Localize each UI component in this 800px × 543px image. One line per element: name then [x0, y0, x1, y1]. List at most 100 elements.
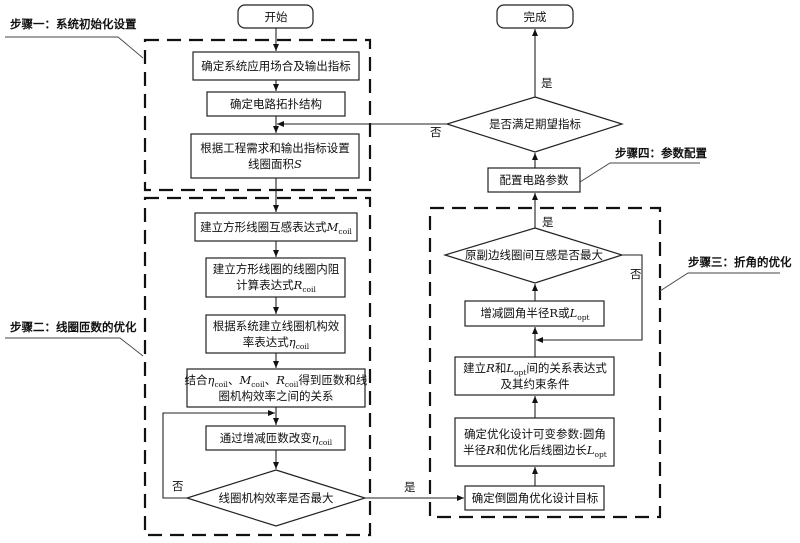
- subscript: opt: [577, 313, 589, 322]
- node-text-line: 圈机构效率之间的关系: [219, 389, 334, 403]
- node-text-line: 建立方形线圈的线圈内阻: [213, 262, 340, 276]
- variable: L: [505, 361, 514, 375]
- variable: S: [294, 157, 302, 171]
- text-segment: 及其约束条件: [501, 377, 570, 391]
- variable: L: [569, 306, 578, 320]
- node-text-line: 确定优化设计可变参数:圆角: [464, 427, 606, 441]
- node-n4: [194, 212, 358, 242]
- subscript: coil: [296, 342, 310, 351]
- variable: η: [289, 335, 296, 349]
- text-segment: 建立方形线圈互感表达式: [200, 220, 327, 234]
- decision-d3: [442, 227, 624, 284]
- yes-label-d1: 是: [404, 480, 416, 494]
- subscript: coil: [319, 438, 333, 447]
- text-segment: 、: [265, 373, 277, 387]
- node-text-line: 及其约束条件: [501, 377, 570, 391]
- step4-leader: [579, 162, 700, 183]
- node-n3: [190, 133, 360, 179]
- step1-leader: [5, 36, 144, 59]
- text-segment: 确定倒圆角优化设计目标: [472, 491, 599, 505]
- finish-label: 完成: [524, 10, 547, 24]
- no-label-d3: 否: [630, 267, 642, 281]
- subscript: opt: [594, 450, 606, 459]
- step1-group: [143, 38, 372, 192]
- node-text-line: 确定倒圆角优化设计目标: [472, 491, 599, 505]
- node-text-line: 线圈面积S: [248, 157, 302, 171]
- decision-d2: [444, 96, 624, 153]
- no-label-d2: 否: [430, 125, 442, 139]
- node-r4: [464, 300, 605, 327]
- text-segment: 建立方形线圈的线圈内阻: [213, 262, 340, 276]
- text-segment: 线圈面积: [248, 157, 294, 171]
- decision-d1: [185, 469, 367, 527]
- node-text-line: 根据工程需求和输出指标设置: [200, 141, 350, 155]
- finish-terminal: [496, 4, 574, 29]
- step3-group: [428, 206, 662, 519]
- text-segment: 线圈机构效率是否最大: [219, 491, 334, 505]
- subscript: opt: [514, 368, 526, 377]
- yes-label-d3: 是: [542, 215, 554, 229]
- text-segment: 和: [495, 361, 507, 375]
- text-segment: 确定优化设计可变参数:圆角: [464, 427, 606, 441]
- subscript: coil: [338, 227, 352, 236]
- node-n5: [205, 257, 346, 298]
- step4-label: 步骤四：参数配置: [615, 146, 707, 160]
- variable: R: [275, 373, 285, 387]
- step3-label: 步骤三：折角的优化: [688, 255, 792, 269]
- node-text-line: 配置电路参数: [500, 173, 569, 187]
- node-text-line: 确定系统应用场合及输出指标: [201, 59, 351, 73]
- yes-label-d2: 是: [541, 76, 553, 90]
- variable: R: [485, 443, 495, 457]
- node-n6: [205, 314, 346, 354]
- text-segment: 计算表达式: [236, 278, 294, 292]
- step3-leader: [659, 272, 780, 292]
- node-text-line: 原副边线圈间互感是否最大: [465, 248, 603, 262]
- node-n8: [205, 425, 346, 451]
- text-segment: 确定电路拓扑结构: [230, 97, 322, 111]
- node-text-line: 增减圆角半径R或Lopt: [480, 306, 589, 322]
- text-segment: 间的关系表达式: [526, 361, 607, 375]
- subscript: coil: [251, 380, 265, 389]
- node-text-line: 计算表达式Rcoil: [236, 278, 316, 294]
- node-text-line: 线圈机构效率是否最大: [219, 491, 334, 505]
- node-r1: [464, 485, 605, 511]
- variable: L: [586, 443, 595, 457]
- node-text-line: 通过增减匝数改变ηcoil: [220, 431, 333, 447]
- step2-group: [143, 196, 372, 537]
- start-label: 开始: [265, 10, 288, 24]
- node-text-line: 率表达式ηcoil: [243, 335, 310, 351]
- text-segment: 根据工程需求和输出指标设置: [200, 141, 350, 155]
- text-segment: 圈机构效率之间的关系: [219, 389, 334, 403]
- text-segment: 原副边线圈间互感是否最大: [465, 248, 603, 262]
- text-segment: 得到匝数和线: [298, 373, 367, 387]
- text-segment: 和优化后线圈边长: [495, 443, 587, 457]
- text-segment: 配置电路参数: [500, 173, 569, 187]
- variable: η: [312, 431, 319, 445]
- step2-leader: [5, 337, 144, 357]
- node-text-line: 确定电路拓扑结构: [230, 97, 322, 111]
- node-r5: [487, 167, 581, 193]
- variable: R: [293, 278, 303, 292]
- variable: R: [485, 361, 495, 375]
- node-n7: [186, 368, 366, 408]
- node-r2: [454, 417, 615, 467]
- variable: η: [208, 373, 215, 387]
- subscript: coil: [302, 285, 316, 294]
- node-text-line: 半径R和优化后线圈边长Lopt: [463, 443, 607, 459]
- text-segment: 、: [228, 373, 240, 387]
- node-text-line: 建立R和Lopt间的关系表达式: [463, 361, 607, 377]
- node-n2: [206, 91, 346, 117]
- variable: M: [326, 220, 340, 234]
- node-text-line: 建立方形线圈互感表达式Mcoil: [200, 220, 352, 236]
- text-segment: 是否满足期望指标: [489, 117, 581, 131]
- text-segment: 根据系统建立线圈机构效: [213, 319, 340, 333]
- step2-label: 步骤二：线圈匝数的优化: [10, 320, 137, 334]
- text-segment: 建立: [463, 361, 486, 375]
- subscript: coil: [285, 380, 299, 389]
- step1-label: 步骤一：系统初始化设置: [10, 17, 137, 31]
- text-segment: 结合: [185, 373, 208, 387]
- text-segment: 确定系统应用场合及输出指标: [201, 59, 351, 73]
- variable: M: [238, 373, 252, 387]
- text-segment: 通过增减匝数改变: [220, 431, 312, 445]
